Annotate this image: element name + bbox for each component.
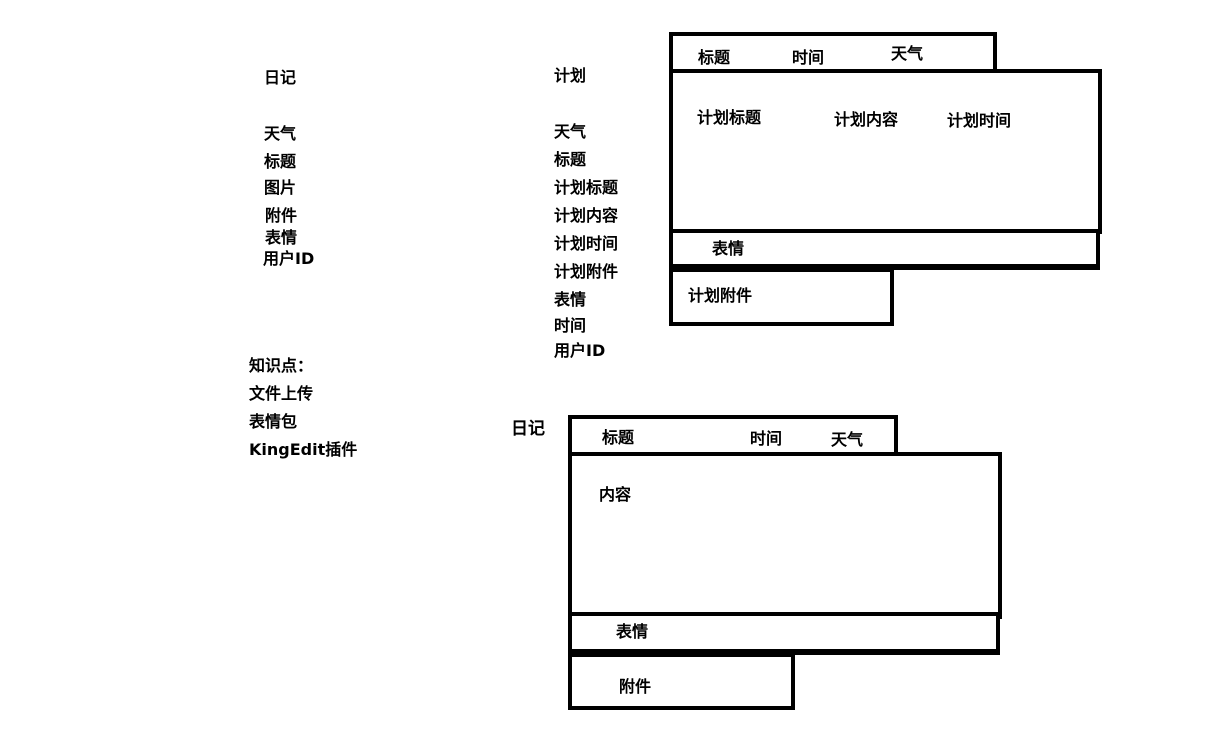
diary-content-label: 内容 [599, 485, 632, 504]
diary-emoji-label: 表情 [616, 622, 649, 641]
plan-field-plan-time: 计划时间 [554, 234, 619, 253]
diary-list-title: 日记 [264, 68, 297, 87]
diary-field-image: 图片 [264, 178, 297, 197]
plan-emoji-label: 表情 [712, 239, 745, 258]
diary-attachment-label: 附件 [619, 677, 652, 696]
plan-attachment-box: 计划附件 [669, 268, 894, 326]
plan-header-title: 标题 [698, 48, 731, 67]
plan-field-time: 时间 [554, 316, 587, 335]
diary-field-attachment: 附件 [265, 206, 298, 225]
diary-attachment-box: 附件 [568, 653, 795, 710]
plan-body-box: 计划标题 计划内容 计划时间 [669, 69, 1102, 234]
diary-body-box: 内容 [568, 452, 1002, 619]
plan-attachment-label: 计划附件 [688, 286, 753, 305]
plan-header-time: 时间 [792, 48, 825, 67]
diary-header-time: 时间 [750, 429, 783, 448]
plan-field-title: 标题 [554, 150, 587, 169]
plan-header-weather: 天气 [891, 44, 924, 63]
plan-field-plan-content: 计划内容 [554, 206, 619, 225]
diary-field-title: 标题 [264, 152, 297, 171]
diary-emoji-bar: 表情 [568, 612, 1000, 655]
diary-header-box: 标题 时间 天气 [568, 415, 898, 457]
plan-list-title: 计划 [554, 66, 587, 85]
diary-field-emoji: 表情 [265, 228, 298, 247]
diary-header-title: 标题 [602, 428, 635, 447]
diary-field-weather: 天气 [264, 124, 297, 143]
diary-mockup-label: 日记 [511, 419, 545, 439]
plan-column-time: 计划时间 [947, 111, 1012, 130]
knowledge-item-emoji-pack: 表情包 [249, 412, 298, 431]
plan-field-plan-title: 计划标题 [554, 178, 619, 197]
plan-column-title: 计划标题 [697, 108, 762, 127]
diary-field-user-id: 用户ID [263, 249, 315, 268]
diary-header-weather: 天气 [831, 430, 864, 449]
plan-field-user-id: 用户ID [554, 341, 606, 360]
knowledge-item-file-upload: 文件上传 [249, 384, 314, 403]
plan-field-emoji: 表情 [554, 290, 587, 309]
plan-column-content: 计划内容 [834, 110, 899, 129]
knowledge-title: 知识点： [249, 356, 314, 375]
knowledge-item-kingedit: KingEdit插件 [249, 440, 358, 459]
plan-header-box: 标题 时间 天气 [669, 32, 997, 74]
plan-emoji-bar: 表情 [669, 229, 1100, 270]
plan-field-weather: 天气 [554, 122, 587, 141]
plan-field-plan-attachment: 计划附件 [554, 262, 619, 281]
